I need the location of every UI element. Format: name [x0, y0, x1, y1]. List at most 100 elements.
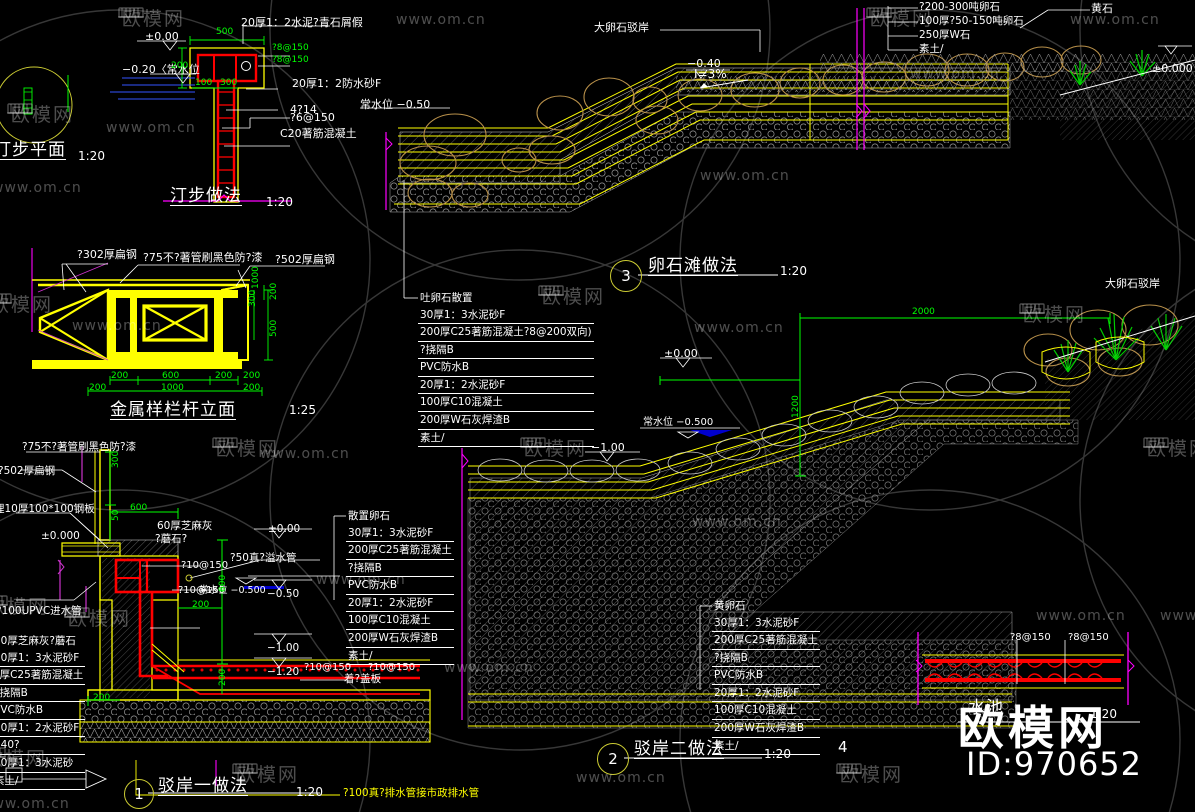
rebar-d10-150-d: ?10@150 [368, 662, 416, 673]
spec-stack-bank-one: 60厚芝麻灰?蘑石 30厚1：3水泥砂F ?厚C25著筋混凝土 ?挠隔B PVC… [0, 633, 86, 791]
spec-heading: 吐卵石散置 [420, 292, 473, 304]
elevation-0-000-bank1: ±0.000 [41, 530, 80, 542]
watermark-brand: 欧模网 [520, 434, 587, 461]
dim-b1-600: 600 [130, 503, 148, 513]
spec-heading: 黄卵石 [714, 600, 746, 612]
detail-title-jiangbu-plan: 汀步平面 [0, 142, 66, 160]
elevation-0-000-right: ±0.000 [1152, 62, 1193, 75]
spec-layer: 200厚W石灰焊渣B [346, 630, 454, 648]
watermark-brand-text: 欧模网 [122, 8, 186, 30]
slope-label-i3: I=3% [694, 67, 727, 81]
watermark-brand: 欧模网 [1143, 434, 1195, 461]
watermark-brand: 欧模网 [7, 100, 74, 127]
spec-heading: 60厚芝麻灰?蘑石 [0, 635, 76, 647]
spec-layer: 素土/ [712, 738, 820, 756]
watermark-brand-text: 欧模网 [0, 748, 48, 770]
spec-layer: ?挠隔B [418, 342, 594, 360]
spec-layer: PVC防水B [712, 667, 820, 685]
watermark-url: www.om.cn [0, 796, 70, 812]
note-subsoil: 素土/ [919, 43, 944, 55]
dim-b1-200b: 200 [93, 693, 111, 703]
watermark-brand: 欧模网 [836, 760, 903, 787]
dim-200: 200 [171, 61, 189, 71]
detail-bubble-1[interactable]: 1 [124, 779, 154, 809]
note-cover-plate: 着?盖板 [344, 673, 382, 685]
watermark-brand: 欧模网 [1019, 300, 1086, 327]
normal-water-level-bank2: 常水位 −0.500 [643, 417, 714, 428]
watermark-url: www.om.cn [396, 12, 486, 28]
watermark-brand-text: 欧模网 [236, 764, 300, 786]
dim-100: 100 [195, 78, 213, 88]
spec-stack-bank-two-left: 散置卵石 30厚1：3水泥砂F 200厚C25著筋混凝土 ?挠隔B PVC防水B… [346, 508, 454, 666]
watermark-url: www.om.cn [260, 446, 350, 462]
watermark-brand: 欧模网 [0, 592, 49, 619]
spec-layer: 20厚1：2水泥砂F [346, 595, 454, 613]
watermark-url: www.om.cn [576, 770, 666, 786]
spec-layer: PVC防水B [0, 702, 86, 720]
note-waterproof-mortar: 20厚1：2防水砂F [292, 77, 382, 90]
watermark-brand-text: 欧模网 [68, 608, 132, 630]
note-stirrup-d6-150: ?6@150 [290, 111, 335, 124]
rebar-label-d8-150-b: ?8@150 [272, 55, 309, 65]
detail-scale-railing: 1:25 [289, 403, 316, 417]
watermark-brand-text: 欧模网 [542, 286, 606, 308]
watermark-brand: 欧模网 [0, 744, 47, 771]
dim-b1-800: 800 [218, 574, 228, 592]
spec-layer: PVC防水B [418, 359, 594, 377]
note-60-granite: 60厚芝麻灰 [157, 520, 213, 532]
dim-b1-50: 50 [111, 509, 121, 521]
note-100-drain-to-municipal: ?100真?排水管接市政排水管 [343, 787, 480, 799]
spec-layer: 30厚1：3水泥砂F [0, 650, 86, 668]
elevation-label-minus-0-20: −0.20〈常水位 [122, 63, 200, 76]
detail-scale-jiangbu-section: 1:20 [266, 195, 293, 209]
dim-r-200b: 200 [215, 371, 233, 381]
note-302-flat-steel: ?302厚扁钢 [77, 248, 137, 261]
dim-r-200v: 200 [269, 282, 279, 300]
note-rebar-4d14: 4?14 [290, 103, 317, 116]
watermark-brand-text: 欧模网 [524, 438, 588, 460]
watermark-url: www.om.cn [1036, 608, 1126, 624]
watermark-brand: 欧模网 [0, 290, 53, 317]
watermark-brand-text: 欧模网 [840, 764, 904, 786]
spec-layer: 30厚1：3水泥砂 [0, 755, 86, 773]
spec-layer: 200厚C25著筋混凝土 [346, 542, 454, 560]
detail-title-jiangbu-section: 汀步做法 [170, 186, 242, 206]
dim-1200: 1200 [791, 395, 801, 418]
watermark-brand: 欧模网 [866, 4, 933, 31]
watermark-brand-text: 欧模网 [11, 104, 75, 126]
detail-title-pebble-beach: 卵石滩做法 [648, 256, 738, 276]
spec-stack-pebble-beach: 吐卵石散置 30厚1：3水泥砂F 200厚C25著筋混凝土?8@200双向) ?… [418, 290, 594, 448]
rebar-label-d8-150-a: ?8@150 [272, 43, 309, 53]
detail-bubble-2[interactable]: 2 [597, 743, 629, 775]
spec-layer: 30厚1：3水泥砂F [346, 525, 454, 543]
detail-bubble-3[interactable]: 3 [610, 260, 642, 292]
note-embedded-plate: 埋10厚100*100钢板 [0, 503, 95, 515]
spec-layer: 200厚W石灰焊渣B [712, 720, 820, 738]
watermark-url: www.om.cn [910, 66, 1000, 82]
watermark-url: www.om.cn [0, 180, 82, 196]
note-75-tube-paint-bank1: ?75不?著管刷黑色防?漆 [22, 441, 137, 453]
elevation-minus-1-20-bank1: −1.20 [267, 666, 300, 678]
normal-water-level-bank1: 常水位 −0.500 [199, 585, 266, 596]
watermark-url: www.om.cn [444, 660, 534, 676]
watermark-url: www.om.cn [1160, 608, 1195, 624]
dim-500: 500 [216, 27, 234, 37]
note-50-overflow-pipe: ?50真?溢水管 [230, 552, 297, 564]
watermark-url: www.om.cn [1070, 12, 1160, 28]
detail-title-bank-two: 驳岸二做法 [634, 739, 724, 759]
detail-title-railing: 金属样栏杆立面 [110, 400, 236, 420]
note-502-flat-steel: ?502厚扁钢 [275, 253, 335, 266]
watermark-url: www.om.cn [106, 120, 196, 136]
dim-b1-200v: 200 [218, 668, 228, 686]
watermark-url: www.om.cn [700, 168, 790, 184]
spec-layer: 素土/ [346, 648, 454, 666]
note-normal-water-level-050: 常水位 −0.50 [360, 98, 431, 111]
dim-r-500v: 500 [269, 319, 279, 337]
spec-layer: 200厚W石灰焊渣B [418, 412, 594, 430]
dim-r-200c: 200 [243, 371, 261, 381]
elevation-0-00-bank1r: ±0.00 [268, 523, 301, 535]
spec-layer: ?挠隔B [346, 560, 454, 578]
spec-layer: 100厚C10混凝土 [418, 394, 594, 413]
elevation-0-00-bank2: ±0.00 [664, 347, 698, 360]
watermark-brand: 欧模网 [118, 4, 185, 31]
